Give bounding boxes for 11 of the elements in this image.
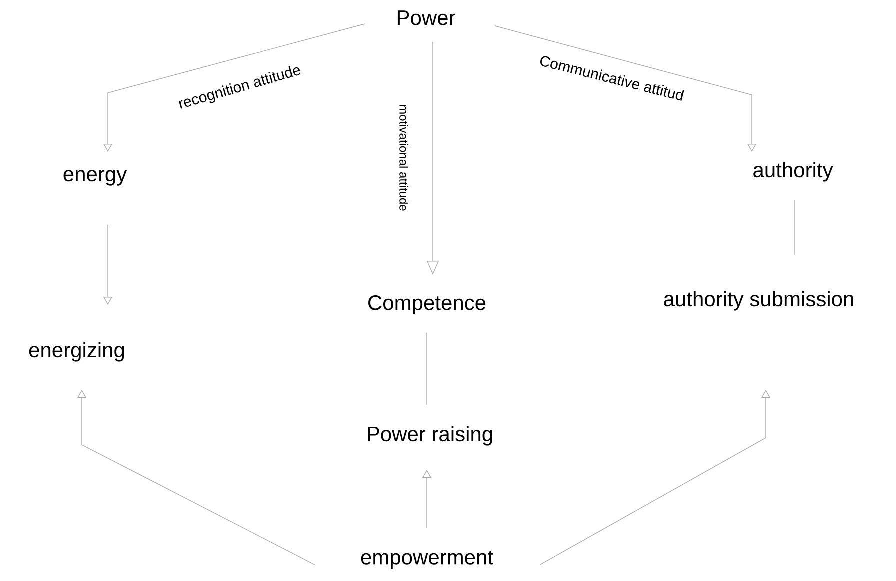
arrow — [494, 26, 757, 152]
node-text: Power — [398, 10, 456, 26]
node-text: Power raising — [368, 426, 492, 446]
edge-label: motivational attitude — [400, 105, 408, 211]
node-text: authority — [754, 162, 834, 182]
node-text: energizing — [29, 342, 124, 362]
node-text: energy — [64, 170, 128, 186]
node-text: empowerment — [361, 551, 494, 569]
arrow — [77, 390, 316, 566]
node-text: Competence — [368, 296, 486, 315]
node-text: authority submission — [664, 291, 854, 311]
